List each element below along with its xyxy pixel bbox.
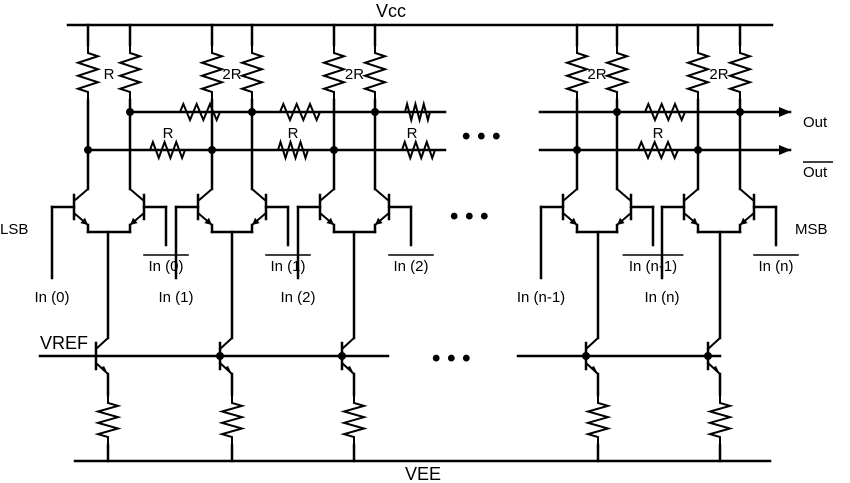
stage-4-right-transistor-collector-lead — [739, 188, 755, 202]
stage-1-in-bar-label: In (1) — [270, 258, 305, 275]
out-bar-label: Out — [803, 164, 828, 181]
msb-label: MSB — [795, 221, 828, 238]
stage-4-right-transistor-emitter-arrow — [740, 217, 748, 225]
stage-0-right-transistor-collector-lead — [129, 188, 145, 202]
stage-1-in-label: In (1) — [158, 289, 193, 306]
stage-2-in-bar-label: In (2) — [393, 258, 428, 275]
stage-3-vref-node — [582, 352, 590, 360]
stage-4-source-emitter-arrow — [712, 366, 720, 374]
ellipsis-ladder: • • • — [462, 123, 501, 150]
stage-0-source-collector-lead — [95, 337, 109, 350]
stage-3-lower-bus-node — [573, 146, 581, 154]
stage-4-right-load-resistor — [726, 45, 754, 100]
stage-2-left-transistor-emitter-arrow — [326, 217, 334, 225]
stage-3-left-transistor-collector-lead — [562, 188, 578, 202]
ladder-lower-resistor-1 — [268, 138, 318, 162]
stage-2-right-transistor-emitter-arrow — [375, 217, 383, 225]
stage-2-left-transistor-collector-lead — [319, 188, 335, 202]
stage-1-right-load-resistor — [238, 45, 266, 100]
stage-3-right-load-resistor — [603, 45, 631, 100]
stage-4-in-bar-label: In (n) — [758, 258, 793, 275]
stage-2-right-load-resistor — [361, 45, 389, 100]
ladder-upper-resistor-1 — [270, 101, 330, 123]
stage-1-lower-bus-node — [208, 146, 216, 154]
stage-4-left-load-resistor — [684, 45, 712, 100]
stage-1-source-emitter-arrow — [224, 366, 232, 374]
stage-4-source-collector-lead — [707, 337, 721, 350]
stage-3-right-transistor-emitter-arrow — [617, 217, 625, 225]
ladder-lower-resistor-0 — [140, 139, 195, 161]
stage-3-source-emitter-arrow — [590, 366, 598, 374]
stage-2-lower-bus-node — [330, 146, 338, 154]
stage-3-tail-resistor — [584, 395, 612, 445]
stage-0-left-load-resistor — [74, 45, 102, 100]
ladder-resistor-label-3: R — [653, 125, 664, 142]
stage-0-in-bar-label: In (0) — [148, 258, 183, 275]
stage-4-upper-bus-node — [736, 108, 744, 116]
stage-2-upper-bus-node — [371, 108, 379, 116]
stage-1-left-load-resistor — [198, 45, 226, 100]
stage-4-lower-bus-node — [694, 146, 702, 154]
stage-1-left-transistor-collector-lead — [197, 188, 213, 202]
stage-4-left-transistor-collector-lead — [683, 188, 699, 202]
ladder-resistor-label-2: R — [407, 125, 418, 142]
stage-4-in-label: In (n) — [644, 289, 679, 306]
stage-0-right-transistor-emitter-arrow — [130, 217, 138, 225]
ladder-lower-resistor-3 — [628, 139, 688, 161]
ladder-upper-resistor-2 — [395, 100, 440, 124]
ellipsis-vref: • • • — [432, 345, 471, 372]
stage-0-in-label: In (0) — [34, 289, 69, 306]
stage-0-right-load-resistor — [116, 45, 144, 100]
stage-3-load-resistor-label: 2R — [587, 66, 606, 83]
stage-2-source-collector-lead — [341, 337, 355, 350]
stage-2-load-resistor-label: 2R — [345, 66, 364, 83]
stage-2-tail-resistor — [340, 395, 368, 445]
ladder-upper-resistor-3 — [635, 101, 695, 123]
stage-0-load-resistor-label: R — [104, 66, 115, 83]
stage-4-tail-resistor — [706, 395, 734, 445]
lsb-label: LSB — [0, 221, 28, 238]
stage-2-in-label: In (2) — [280, 289, 315, 306]
out-label: Out — [803, 114, 828, 131]
stage-1-vref-node — [216, 352, 224, 360]
stage-3-left-transistor-emitter-arrow — [569, 217, 577, 225]
stage-0-tail-resistor — [94, 395, 122, 445]
stage-1-left-transistor-emitter-arrow — [204, 217, 212, 225]
stage-0-lower-bus-corner — [84, 146, 92, 154]
ladder-resistor-label-0: R — [163, 125, 174, 142]
vref-label: VREF — [40, 333, 88, 353]
stage-3-left-load-resistor — [563, 45, 591, 100]
stage-0-left-transistor-collector-lead — [73, 188, 89, 202]
stage-0-source-emitter-arrow — [100, 366, 108, 374]
stage-1-source-collector-lead — [219, 337, 233, 350]
stage-2-vref-node — [338, 352, 346, 360]
ellipsis-inputs: • • • — [450, 203, 489, 230]
stage-1-right-transistor-collector-lead — [251, 188, 267, 202]
vcc-label: Vcc — [376, 1, 406, 21]
stage-1-load-resistor-label: 2R — [222, 66, 241, 83]
stage-1-tail-resistor — [218, 395, 246, 445]
stage-3-source-collector-lead — [585, 337, 599, 350]
stage-2-source-emitter-arrow — [346, 366, 354, 374]
stage-2-right-transistor-collector-lead — [374, 188, 390, 202]
stage-3-upper-bus-node — [613, 108, 621, 116]
stage-3-in-bar-label: In (n-1) — [629, 258, 677, 275]
stage-3-in-label: In (n-1) — [517, 289, 565, 306]
ladder-upper-resistor-0 — [170, 101, 230, 123]
stage-0-upper-bus-corner — [126, 108, 134, 116]
stage-4-left-transistor-emitter-arrow — [690, 217, 698, 225]
ladder-lower-resistor-2 — [392, 138, 445, 162]
ladder-resistor-label-1: R — [288, 125, 299, 142]
stage-3-right-transistor-collector-lead — [616, 188, 632, 202]
stage-1-right-transistor-emitter-arrow — [252, 217, 260, 225]
stage-0-left-transistor-emitter-arrow — [80, 217, 88, 225]
stage-4-load-resistor-label: 2R — [709, 66, 728, 83]
vee-label: VEE — [405, 464, 441, 483]
stage-4-vref-node — [704, 352, 712, 360]
stage-2-left-load-resistor — [320, 45, 348, 100]
stage-1-upper-bus-node — [248, 108, 256, 116]
